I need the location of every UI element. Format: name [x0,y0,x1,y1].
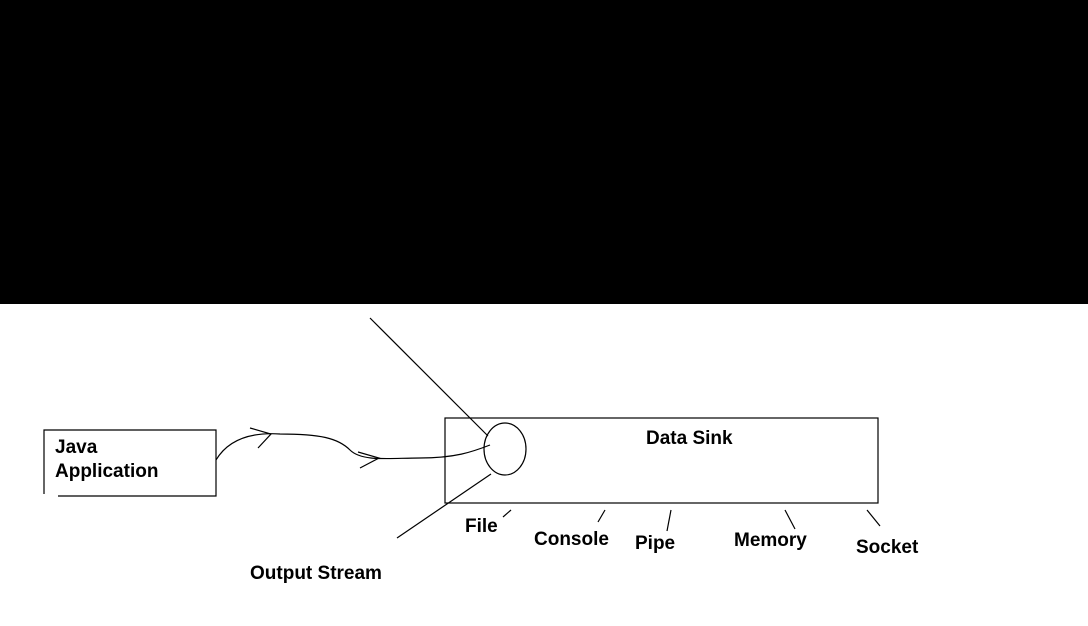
output-stream-pointer [396,473,492,539]
redacted-region [0,0,1088,304]
stream-port-circle [483,422,527,476]
sink-label-pipe: Pipe [635,533,676,554]
pipe-tick [666,509,672,532]
memory-tick [784,509,796,530]
data-sink-title: Data Sink [646,428,733,449]
pointer-line-from-top [369,317,489,437]
sink-label-socket: Socket [856,537,919,558]
java-application-label: Java Application [55,436,158,484]
java-application-box [43,429,217,497]
console-tick [597,509,606,523]
sink-label-console: Console [534,529,609,550]
file-tick [502,509,512,518]
data-sink-box [444,417,879,504]
java-application-line2: Application [55,461,159,482]
stream-arrowhead-2 [357,451,381,469]
stream-flow-curve [215,433,491,461]
sink-label-memory: Memory [734,530,807,551]
output-stream-label: Output Stream [250,563,382,584]
java-application-line1: Java [55,437,98,458]
stream-arrowhead-1 [249,427,273,449]
sink-label-file: File [465,516,498,537]
socket-tick [866,509,881,527]
